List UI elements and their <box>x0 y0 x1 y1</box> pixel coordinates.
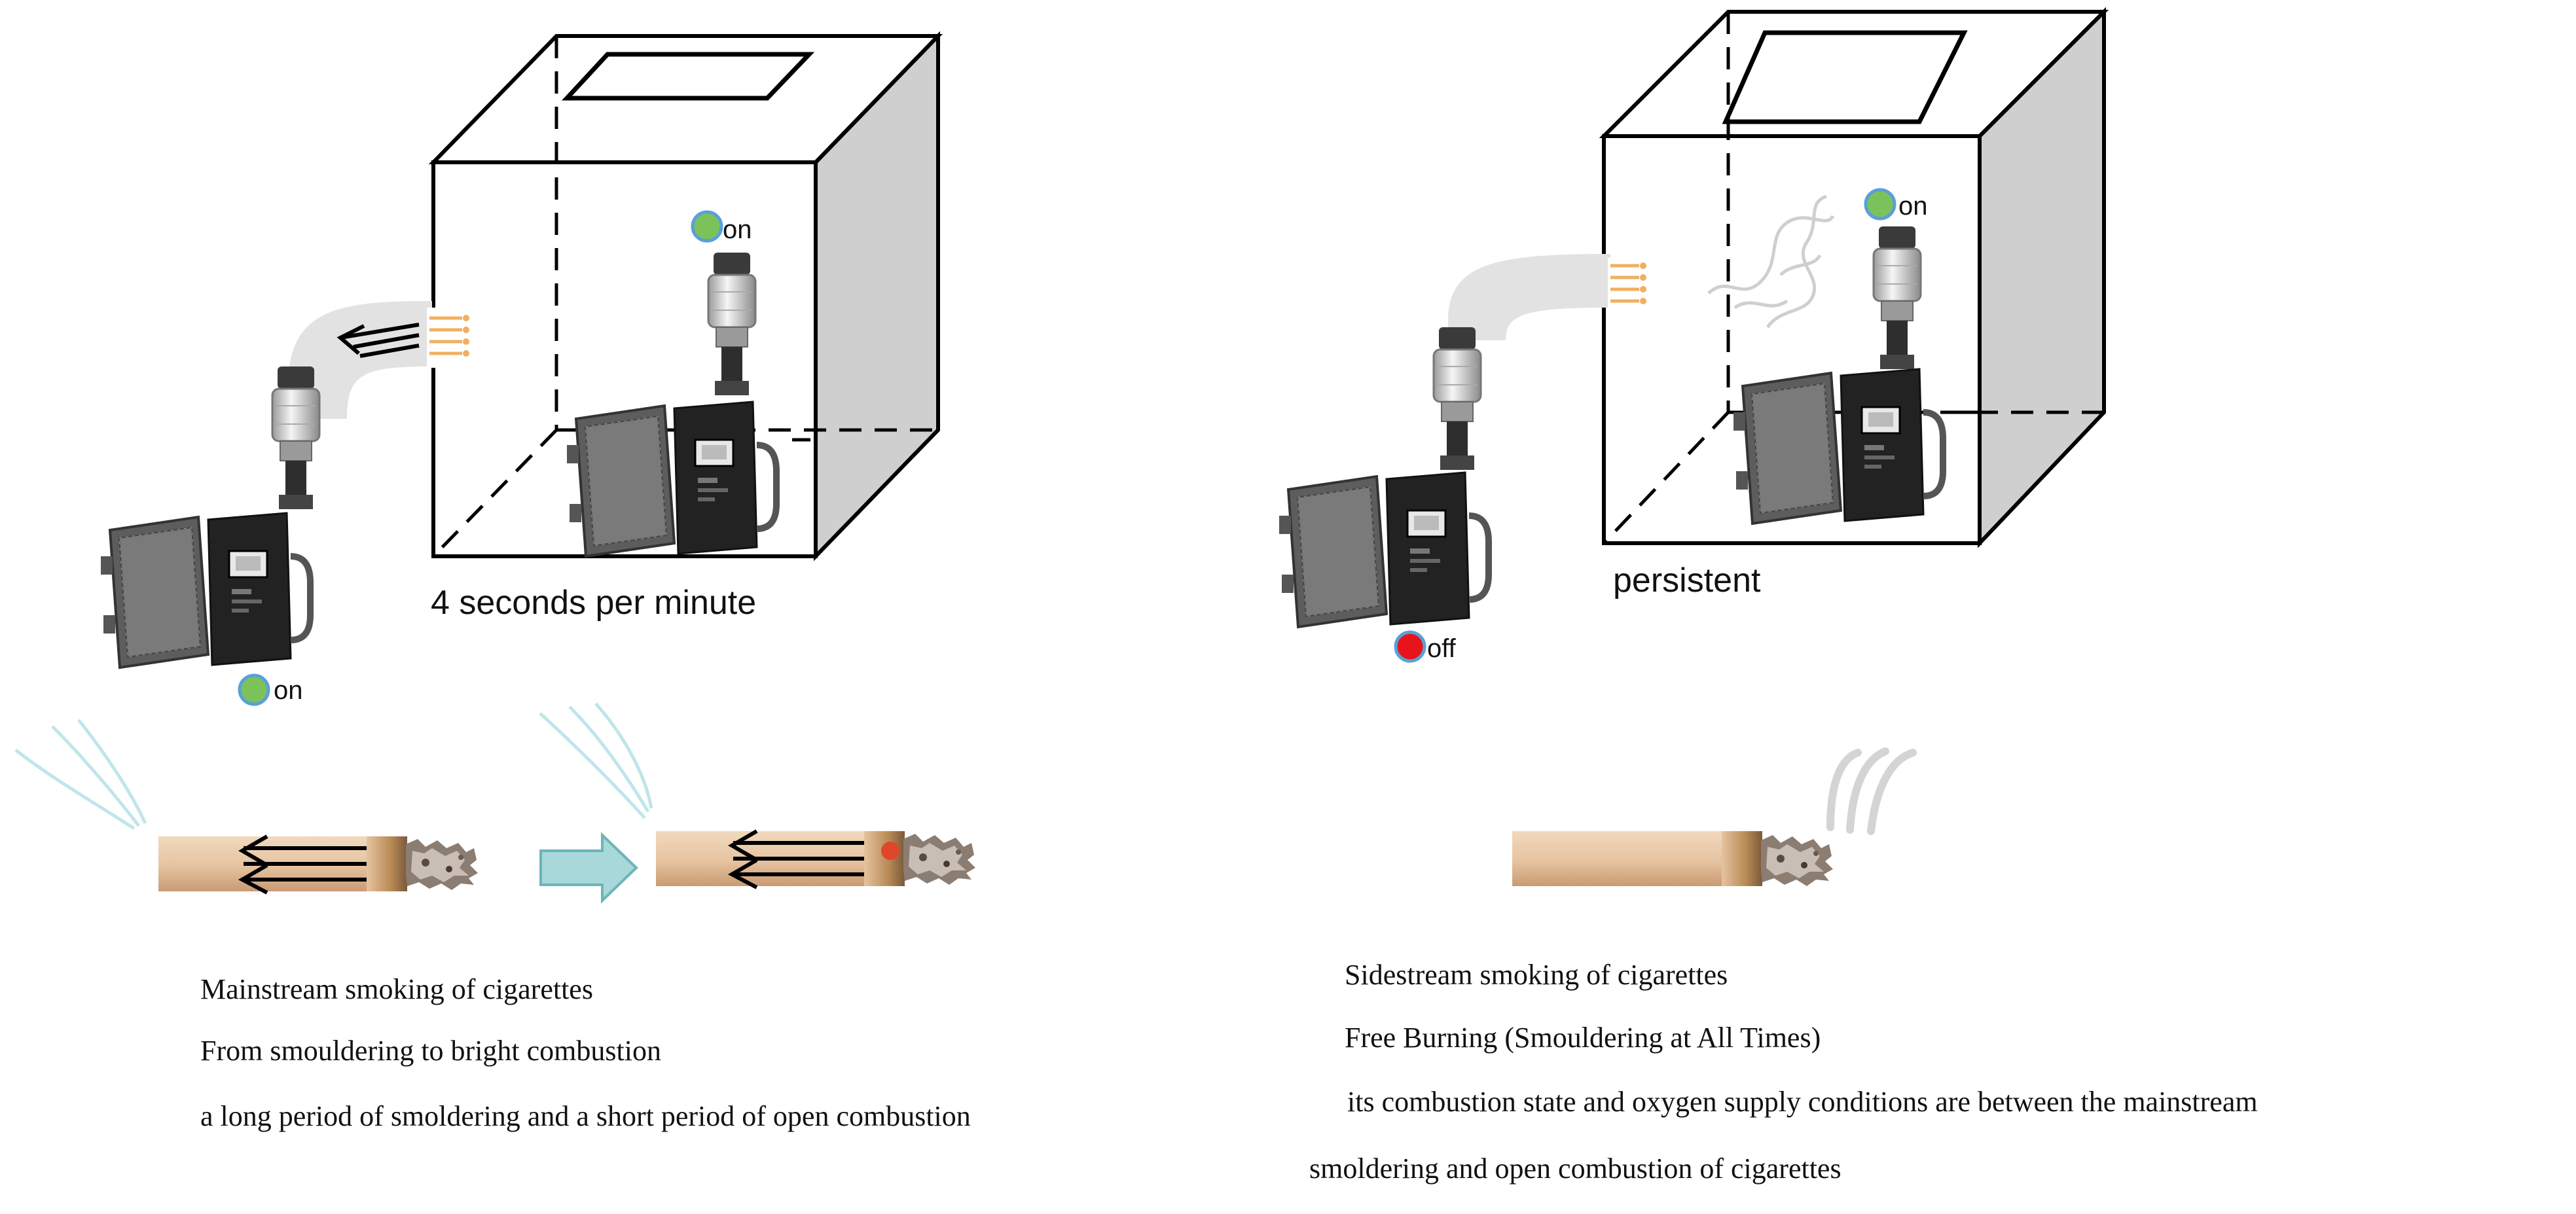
left-outside-status-dot <box>238 673 270 706</box>
left-cigarette-1-flow-arrows <box>238 834 367 895</box>
right-outside-status-dot <box>1394 630 1426 663</box>
right-inside-status-label: on <box>1898 192 1928 221</box>
left-inside-status-dot <box>691 210 723 243</box>
right-smoke-cloud <box>1707 194 1835 329</box>
right-caption-4: smoldering and open combustion of cigare… <box>1309 1152 1841 1185</box>
transition-arrow <box>539 832 638 904</box>
right-smoke-tube <box>1448 254 1650 340</box>
left-chamber-box <box>428 31 943 562</box>
right-inside-status: on <box>1864 188 1928 221</box>
left-outside-status-label: on <box>274 676 303 705</box>
left-caption-2: From smouldering to bright combustion <box>200 1035 661 1067</box>
left-caption-1: Mainstream smoking of cigarettes <box>200 973 593 1005</box>
left-inside-status-label: on <box>723 215 752 244</box>
left-tube-flow-arrows <box>336 323 420 358</box>
left-outside-pump <box>101 365 321 668</box>
right-outside-status: off <box>1394 630 1457 663</box>
right-inside-pump <box>1733 225 1977 524</box>
left-cigarette-2-flow-arrows <box>727 829 864 889</box>
right-caption-3: its combustion state and oxygen supply c… <box>1347 1086 2258 1118</box>
left-caption-3: a long period of smoldering and a short … <box>200 1100 971 1132</box>
right-caption-1: Sidestream smoking of cigarettes <box>1345 959 1728 991</box>
right-smoke-wisps <box>1826 747 1917 835</box>
left-timing-label: 4 seconds per minute <box>431 584 756 622</box>
left-smoke-wisps <box>14 702 653 830</box>
left-inside-status: on <box>691 210 752 244</box>
right-filter-tips <box>1610 264 1639 303</box>
left-filter-tips <box>429 316 462 355</box>
left-cigarette-2 <box>656 829 975 889</box>
right-chamber-box <box>1599 7 2109 548</box>
right-caption-2: Free Burning (Smouldering at All Times) <box>1345 1022 1821 1054</box>
right-outside-pump <box>1279 326 1489 627</box>
right-cigarette <box>1512 831 1833 886</box>
right-inside-status-dot <box>1864 188 1896 221</box>
left-inside-pump <box>567 251 810 556</box>
right-timing-label: persistent <box>1613 562 1761 599</box>
right-outside-status-label: off <box>1427 634 1457 663</box>
left-cigarette-1 <box>158 834 478 895</box>
left-outside-status: on <box>238 673 303 706</box>
left-smoke-tube <box>288 301 469 419</box>
